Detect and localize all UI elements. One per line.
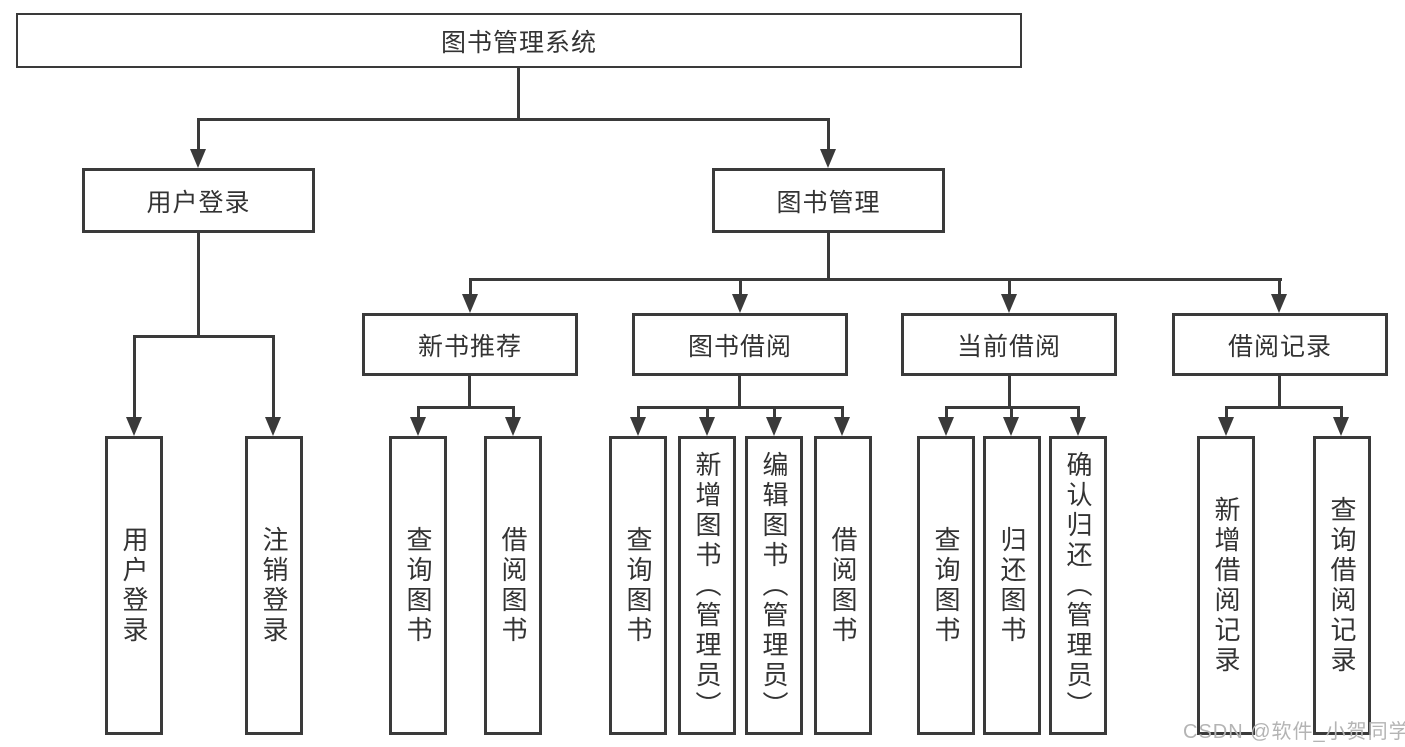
connector-root-bus [197,118,830,121]
connector-drop-borrow-books [841,406,844,422]
arrow-user-login [190,149,206,168]
node-borrow-records: 借阅记录 [1172,313,1388,376]
arrow-borrow-books [834,417,850,436]
leaf-borrow-books-recommend: 借阅图书 [484,436,542,735]
connector-drop-query-record [1340,406,1343,422]
connector-recommend-bus [417,406,515,409]
arrow-query-recommend [410,417,426,436]
connector-root-stem [517,66,520,121]
connector-user-login-bus [133,335,275,338]
connector-drop-user-login [197,118,200,154]
connector-borrow-bus [637,406,844,409]
connector-drop-logout [272,335,275,423]
leaf-edit-books-admin-label: 编辑图书（管理员） [759,450,789,721]
csdn-watermark: CSDN @软件_小贺同学 [1183,721,1405,743]
arrow-query-borrow [630,417,646,436]
leaf-query-books-current-label: 查询图书 [931,525,961,646]
arrow-new-book-recommend [462,294,478,313]
leaf-return-books: 归还图书 [983,436,1041,735]
arrow-borrow-recommend [505,417,521,436]
arrow-return-books [1003,417,1019,436]
connector-drop-add-books [706,406,709,422]
connector-book-management-stem [827,233,830,281]
leaf-borrow-books-borrow: 借阅图书 [814,436,872,735]
connector-book-management-bus [469,278,1282,281]
arrow-logout [265,417,281,436]
leaf-logout: 注销登录 [245,436,303,735]
leaf-user-login-label: 用户登录 [119,525,149,646]
arrow-confirm-return [1070,417,1086,436]
leaf-add-borrow-record-label: 新增借阅记录 [1211,495,1241,676]
leaf-query-books-recommend: 查询图书 [389,436,447,735]
arrow-current-borrow [1001,294,1017,313]
node-book-management: 图书管理 [712,168,945,233]
connector-drop-borrow-records [1278,278,1281,298]
arrow-query-current [938,417,954,436]
node-new-book-recommend: 新书推荐 [362,313,578,376]
leaf-query-books-borrow: 查询图书 [609,436,667,735]
connector-drop-borrow-recommend [512,406,515,422]
leaf-add-books-admin: 新增图书（管理员） [678,436,736,735]
leaf-add-borrow-record: 新增借阅记录 [1197,436,1255,735]
connector-drop-current-borrow [1008,278,1011,298]
leaf-query-borrow-record-label: 查询借阅记录 [1327,495,1357,676]
leaf-user-login: 用户登录 [105,436,163,735]
leaf-query-books-current: 查询图书 [917,436,975,735]
connector-drop-book-management [827,118,830,154]
connector-current-stem [1008,376,1011,409]
connector-borrow-stem [738,376,741,409]
leaf-add-books-admin-label: 新增图书（管理员） [692,450,722,721]
arrow-add-books [699,417,715,436]
leaf-edit-books-admin: 编辑图书（管理员） [745,436,803,735]
arrow-book-management [820,149,836,168]
node-root: 图书管理系统 [16,13,1022,68]
leaf-confirm-return-admin: 确认归还（管理员） [1049,436,1107,735]
leaf-confirm-return-admin-label: 确认归还（管理员） [1063,450,1093,721]
connector-drop-query-borrow [637,406,640,422]
connector-drop-return-books [1010,406,1013,422]
connector-records-bus [1225,406,1342,409]
connector-drop-add-record [1225,406,1228,422]
arrow-user-login-leaf [126,417,142,436]
arrow-book-borrow [732,294,748,313]
arrow-edit-books [766,417,782,436]
node-current-borrow: 当前借阅 [901,313,1117,376]
leaf-return-books-label: 归还图书 [997,525,1027,646]
arrow-query-record [1333,417,1349,436]
connector-drop-confirm-return [1077,406,1080,422]
connector-recommend-stem [468,376,471,409]
connector-drop-user-login-leaf [133,335,136,423]
leaf-query-books-borrow-label: 查询图书 [623,525,653,646]
leaf-query-borrow-record: 查询借阅记录 [1313,436,1371,735]
connector-drop-query-recommend [417,406,420,422]
leaf-query-books-recommend-label: 查询图书 [403,525,433,646]
arrow-add-record [1218,417,1234,436]
connector-records-stem [1278,376,1281,409]
connector-drop-new-book-recommend [469,278,472,298]
connector-drop-book-borrow [739,278,742,298]
connector-drop-edit-books [773,406,776,422]
node-book-borrow: 图书借阅 [632,313,848,376]
leaf-borrow-books-recommend-label: 借阅图书 [498,525,528,646]
arrow-borrow-records [1271,294,1287,313]
node-user-login: 用户登录 [82,168,315,233]
connector-user-login-stem [197,233,200,338]
leaf-borrow-books-borrow-label: 借阅图书 [828,525,858,646]
leaf-logout-label: 注销登录 [259,525,289,646]
connector-drop-query-current [945,406,948,422]
